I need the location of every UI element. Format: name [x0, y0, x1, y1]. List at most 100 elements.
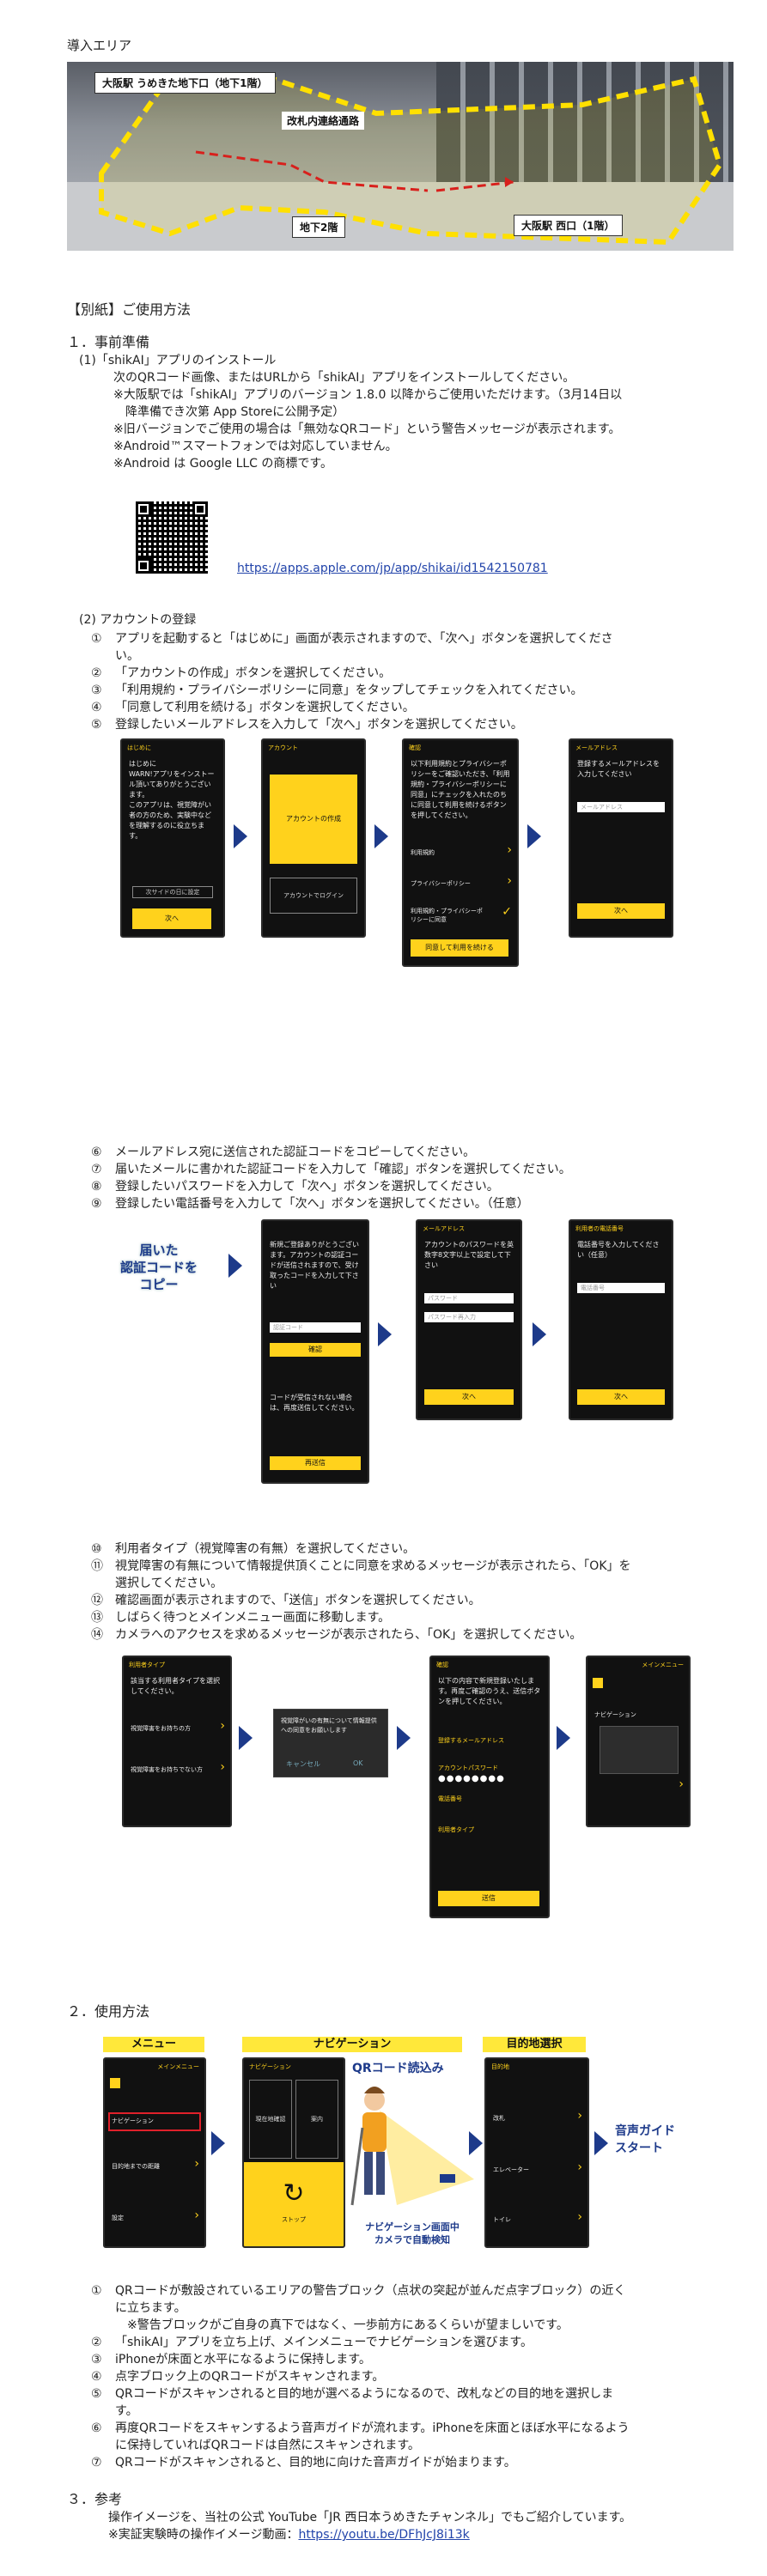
ok-button[interactable]: OK: [353, 1759, 363, 1767]
destination-item[interactable]: 改札: [493, 2115, 505, 2122]
step-num: ⑨: [91, 1197, 102, 1211]
step-num: ⑭: [91, 1628, 103, 1642]
step-num: ⑧: [91, 1180, 102, 1194]
resend-note: コードが受信されない場合は、再度送信してください。: [270, 1394, 359, 1412]
flow-arrow: [234, 824, 247, 848]
agree-continue-button[interactable]: 同意して利用を続ける: [411, 939, 508, 957]
step-text: 登録したいパスワードを入力して「次へ」ボタンを選択してください。: [115, 1180, 499, 1194]
intro-title: 導入エリア: [67, 38, 132, 53]
cancel-button[interactable]: キャンセル: [286, 1760, 320, 1768]
next-button[interactable]: 次へ: [577, 903, 665, 919]
phone-bar: アカウント: [268, 744, 298, 751]
menu-item[interactable]: 設定: [112, 2215, 124, 2221]
phone-body: はじめに WARN!アプリをインストール頂いてありがとうございます。 このアプリ…: [129, 760, 215, 840]
agree-checkbox-row[interactable]: 利用規約・プライバシーポリシーに同意: [411, 908, 483, 923]
navigation-menu-item[interactable]: ナビゲーション: [594, 1711, 636, 1718]
step-num: ④: [91, 701, 102, 714]
ref-line2-prefix: ※実証実験時の操作イメージ動画：: [108, 2528, 299, 2542]
flow-arrow: [239, 1726, 253, 1750]
label-b2: 地下2階: [292, 216, 346, 238]
step-num: ⑥: [91, 1145, 102, 1159]
destination-item[interactable]: トイレ: [493, 2216, 511, 2223]
email-field[interactable]: メールアドレス: [577, 802, 665, 812]
terms-row[interactable]: 利用規約: [411, 849, 435, 856]
area-outline: [99, 76, 723, 246]
step-num: ⑫: [91, 1594, 103, 1607]
label-nishi: 大阪駅 西口（1階）: [514, 215, 623, 236]
copy-code-label: 届いた 認証コードを コピー: [119, 1242, 198, 1292]
not-visually-impaired-option[interactable]: 視覚障害をお持ちでない方: [131, 1766, 203, 1773]
steps-b: ⑥ メールアドレス宛に送信された認証コードをコピーしてください。 ⑦ 届いたメールに…: [91, 1144, 571, 1212]
app-qr-code[interactable]: [136, 501, 208, 574]
next-button[interactable]: 次へ: [577, 1389, 665, 1405]
menu-item[interactable]: 目的地までの距離: [112, 2163, 160, 2170]
confirm-button[interactable]: 確認: [270, 1343, 361, 1357]
phone-body: 電話番号を入力してください（任意）: [577, 1241, 660, 1259]
install-line: ※大阪駅では「shikAI」アプリのバージョン 1.8.0 以降からご使用いただ…: [113, 388, 623, 402]
annex-title: 【別紙】ご使用方法: [67, 301, 192, 318]
field-label: アカウントパスワード: [438, 1765, 498, 1771]
step-num: ⑤: [91, 718, 102, 732]
phone-body: 該当する利用者タイプを選択してください。: [131, 1677, 220, 1695]
phone-tel: 利用者の電話番号 電話番号を入力してください（任意） 電話番号 次へ: [569, 1219, 673, 1420]
guide-button[interactable]: 案内: [295, 2080, 338, 2159]
phone-body: 新規ご登録ありがとうございます。アカウントの認証コードが送信されますので、受け取…: [270, 1241, 359, 1290]
step-text: 確認画面が表示されますので、「送信」ボタンを選択してください。: [115, 1594, 481, 1607]
phone-bar: ナビゲーション: [249, 2063, 291, 2070]
navigation-tag: ナビゲーション: [242, 2037, 462, 2052]
next-button[interactable]: 次へ: [424, 1389, 514, 1405]
next-button[interactable]: 次へ: [132, 908, 211, 929]
install-line: 降準備でき次第 App Storeに公開予定）: [113, 405, 345, 419]
resend-button[interactable]: 再送信: [270, 1456, 361, 1470]
phone-password: メールアドレス アカウントのパスワードを英数字8文字以上で設定して下さい パスワ…: [416, 1219, 522, 1420]
phone-bar: 目的地: [491, 2063, 509, 2070]
send-button[interactable]: 送信: [438, 1891, 539, 1906]
flow-arrow: [527, 824, 541, 848]
password-field[interactable]: パスワード: [424, 1293, 514, 1303]
stop-label: ストップ: [282, 2216, 306, 2223]
create-account-button[interactable]: アカウントの作成: [270, 775, 357, 864]
phone-outline-button[interactable]: 次サイドの日に設定: [132, 886, 213, 898]
step-text: メールアドレス宛に送信された認証コードをコピーしてください。: [115, 1145, 476, 1159]
privacy-row[interactable]: プライバシーポリシー: [411, 880, 471, 887]
step-num: ⑩: [91, 1542, 102, 1556]
step-num: ⑦: [91, 1163, 102, 1176]
phone-bar: メールアドレス: [423, 1225, 465, 1232]
step-text: 「利用規約・プライバシーポリシーに同意」をタップしてチェックを入れてください。: [115, 683, 583, 697]
highlight-box: [108, 2112, 201, 2131]
step-num: ⑥: [91, 2421, 102, 2435]
stop-panel[interactable]: ↻ ストップ: [244, 2162, 344, 2246]
phone-body: アカウントのパスワードを英数字8文字以上で設定して下さい: [424, 1241, 514, 1269]
chevron-right-icon: ›: [220, 1760, 225, 1774]
chevron-right-icon: ›: [507, 874, 512, 888]
app-store-link[interactable]: https://apps.apple.com/jp/app/shikai/id1…: [237, 562, 548, 575]
current-location-button[interactable]: 現在地確認: [249, 2080, 292, 2159]
password-confirm-field[interactable]: パスワード再入力: [424, 1312, 514, 1322]
phone-bar: 利用者タイプ: [129, 1662, 165, 1668]
step-num: ③: [91, 683, 102, 697]
phone-bar: 確認: [436, 1662, 448, 1668]
phone-confirm: 確認 以下の内容で新規登録いたします。再度ご確認のうえ、送信ボタンを押してくださ…: [429, 1656, 550, 1918]
destination-item[interactable]: エレベーター: [493, 2166, 529, 2173]
step-text: QRコードがスキャンされると目的地が選べるようになるので、改札などの目的地を選択…: [115, 2387, 614, 2401]
step-text: 届いたメールに書かれた認証コードを入力して「確認」ボタンを選択してください。: [115, 1163, 571, 1176]
step-num: ③: [91, 2353, 102, 2366]
step-text: 「shikAI」アプリを立ち上げ、メインメニューでナビゲーションを選びます。: [115, 2336, 533, 2349]
step-text: に保持していればQRコードは自然にスキャンされます。: [115, 2439, 420, 2452]
phone-welcome: はじめに はじめに WARN!アプリをインストール頂いてありがとうございます。 …: [120, 738, 225, 938]
verification-code-field[interactable]: 認証コード: [270, 1322, 361, 1333]
install-line: ※旧バージョンでご使用の場合は「無効なQRコード」という警告メッセージが表示され…: [113, 422, 621, 436]
phone-number-field[interactable]: 電話番号: [577, 1283, 665, 1293]
visually-impaired-option[interactable]: 視覚障害をお持ちの方: [131, 1725, 191, 1732]
navigation-menu-item[interactable]: ナビゲーション: [112, 2117, 154, 2124]
nav-note-label: ナビゲーション画面中 カメラで自動検知: [365, 2221, 460, 2245]
install-heading: (1)「shikAI」アプリのインストール: [79, 354, 277, 368]
account-heading: (2) アカウントの登録: [79, 613, 197, 627]
youtube-link[interactable]: https://youtu.be/DFhJcJ8i13k: [298, 2528, 470, 2542]
flow-arrow: [397, 1726, 411, 1750]
login-button[interactable]: アカウントでログイン: [270, 878, 357, 914]
field-label: 利用者タイプ: [438, 1826, 474, 1833]
flow-arrow: [469, 2131, 483, 2155]
phone-bar: メインメニュー: [642, 1662, 684, 1668]
